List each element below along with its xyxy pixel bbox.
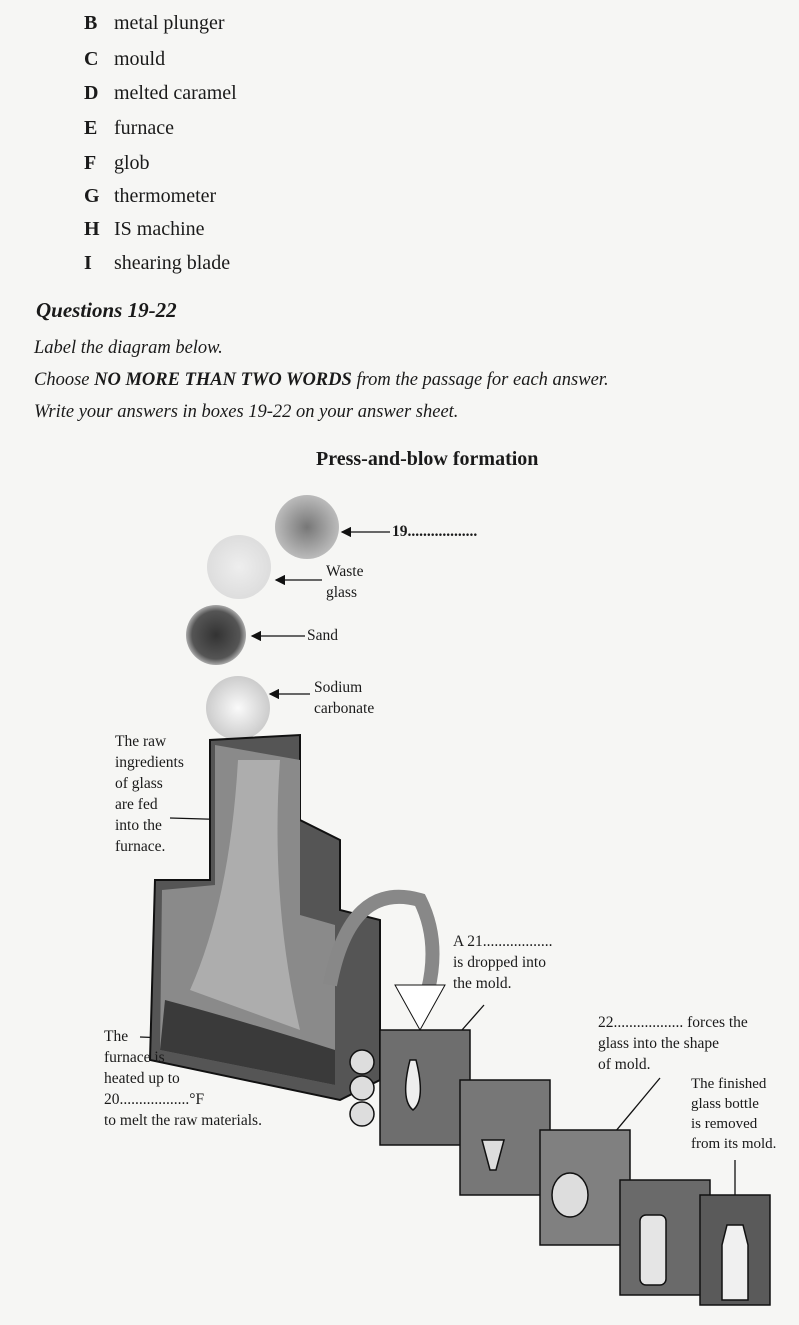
instruction-2: Choose NO MORE THAN TWO WORDS from the p… (34, 370, 609, 390)
instruction-1: Label the diagram below. (34, 338, 223, 358)
drop-arrow-head (394, 984, 446, 1032)
questions-heading: Questions 19-22 (36, 298, 177, 322)
furnace (148, 733, 381, 1102)
label-sand: Sand (307, 627, 338, 644)
sand-ball (186, 605, 246, 665)
label-19: 19.................. (392, 523, 478, 540)
diagram-title: Press-and-blow formation (316, 448, 539, 470)
ingredient-19-ball (275, 495, 339, 559)
waste-glass-ball (207, 535, 271, 599)
instruction-3: Write your answers in boxes 19-22 on you… (34, 402, 459, 422)
sodium-carbonate-ball (206, 676, 270, 740)
is-machine-molds (349, 1029, 771, 1306)
drop-arrow (323, 889, 440, 992)
